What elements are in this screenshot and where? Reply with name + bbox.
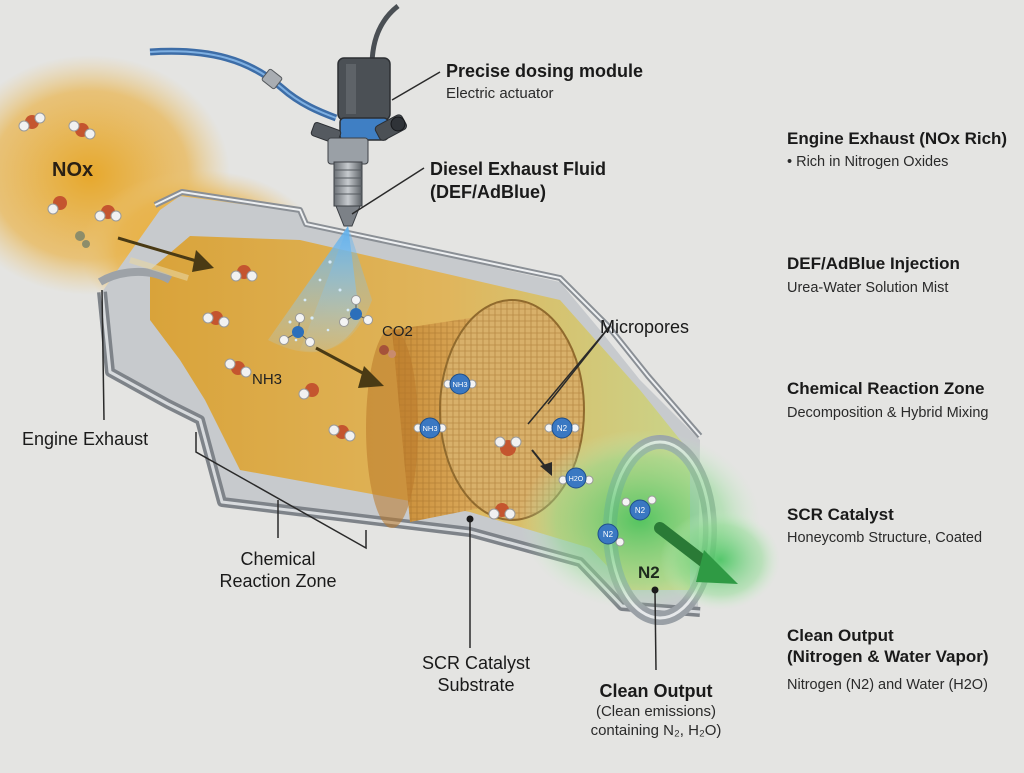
clean-output-sub2: containing N₂, H₂O) <box>590 722 722 739</box>
clean-output-cloud <box>520 430 780 610</box>
engine-exhaust-label: Engine Exhaust <box>22 429 149 449</box>
dosing-module-icon <box>310 57 407 227</box>
legend-title-scr-catalyst: SCR Catalyst <box>787 505 894 524</box>
def-spray-mist <box>268 226 372 353</box>
substrate-pointer-dot <box>466 515 474 523</box>
def-label-line1: Diesel Exhaust Fluid <box>430 159 607 179</box>
catalyst-badges: NH3 NH3 N2 H2O N2 N2 <box>413 373 657 547</box>
legend-desc-engine-exhaust: • Rich in Nitrogen Oxides <box>787 154 949 170</box>
clean-output-title: Clean Output <box>599 681 713 701</box>
n2-tail-label: N2 <box>638 563 660 582</box>
badge-n2-2: N2 <box>635 506 646 515</box>
nh3-molecules <box>279 295 373 347</box>
clean-output-sub1: (Clean emissions) <box>595 703 717 720</box>
legend-desc-reaction-zone: Decomposition & Hybrid Mixing <box>787 405 989 421</box>
nh3-label: NH3 <box>252 371 282 388</box>
badge-h2o: H2O <box>569 476 584 483</box>
co2-label: CO2 <box>382 323 413 340</box>
nox-label: NOx <box>52 159 93 181</box>
scr-substrate-label-line1: SCR Catalyst <box>421 653 531 673</box>
chemical-reaction-zone-label-line2: Reaction Zone <box>219 571 337 591</box>
scr-catalyst-substrate <box>366 299 585 528</box>
def-label-line2: (DEF/AdBlue) <box>430 182 546 202</box>
dosing-module-subtitle: Electric actuator <box>446 85 554 102</box>
outlet-pointer-dot <box>651 586 659 594</box>
flow-arrows <box>117 236 738 584</box>
micropores-label: Micropores <box>600 317 690 337</box>
leader-lines <box>101 71 657 671</box>
badge-n2-1: N2 <box>557 424 568 433</box>
legend-desc-clean-output: Nitrogen (N2) and Water (H2O) <box>787 677 988 693</box>
dosing-module-title: Precise dosing module <box>446 61 644 81</box>
chemical-reaction-zone-label-line1: Chemical <box>240 549 316 569</box>
legend-desc-scr-catalyst: Honeycomb Structure, Coated <box>787 530 983 546</box>
nox-molecules <box>18 112 522 520</box>
legend-title-engine-exhaust: Engine Exhaust (NOx Rich) <box>787 129 1008 148</box>
badge-nh3-1: NH3 <box>452 380 467 389</box>
badge-nh3-2: NH3 <box>422 424 437 433</box>
scr-substrate-label-line2: Substrate <box>437 675 515 695</box>
legend-title-def-injection: DEF/AdBlue Injection <box>787 254 960 273</box>
legend-title-reaction-zone: Chemical Reaction Zone <box>787 379 985 398</box>
badge-n2-3: N2 <box>603 530 614 539</box>
legend-title-clean-output: Clean Output (Nitrogen & Water Vapor) <box>787 626 989 666</box>
legend-desc-def-injection: Urea-Water Solution Mist <box>787 280 949 296</box>
